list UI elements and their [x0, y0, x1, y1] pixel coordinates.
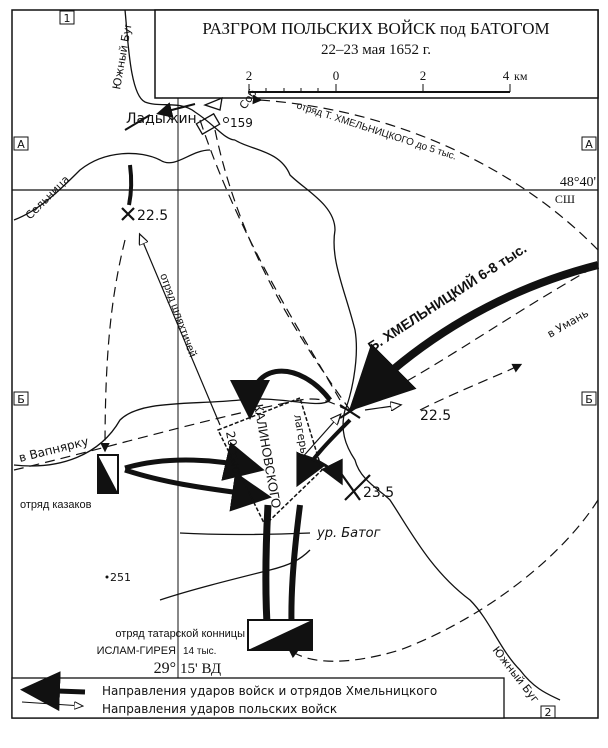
grid-square-1: 1: [64, 12, 71, 25]
uman-road-label: в Умань: [545, 307, 591, 341]
battle-sites: [121, 207, 371, 501]
camp-label-3: 20 тыс.: [223, 430, 245, 478]
map-date: 22–23 мая 1652 г.: [321, 42, 431, 58]
scale-bar: 2 0 2 4 км: [246, 68, 528, 93]
batog-label: ур. Батог: [316, 526, 381, 541]
legend-polish-arrow-icon: [21, 702, 82, 706]
selnica-river-label: Сельница: [23, 173, 72, 222]
title-box: [154, 9, 599, 99]
legend-cossack-label: Направления ударов войск и отрядов Хмель…: [102, 684, 437, 698]
rivers: [13, 9, 561, 701]
grid-row-b-left: Б: [17, 393, 25, 406]
date-label-23-5: 23.5: [363, 485, 394, 501]
longitude-minutes: 15' ВД: [180, 661, 221, 677]
height-159-label: 159: [230, 116, 253, 130]
tatar-unit-label-3: 14 тыс.: [183, 646, 216, 657]
scale-tick: 2: [420, 68, 427, 83]
cossack-unit-label: отряд казаков: [20, 499, 92, 511]
grid-square-2: 2: [545, 706, 552, 719]
date-label-22-5-east: 22.5: [420, 408, 451, 424]
grid-row-b-right: Б: [585, 393, 593, 406]
t-khmelnitsky-label: отряд Т. ХМЕЛЬНИЦКОГО до 5 тыс.: [295, 100, 458, 162]
tatar-unit-label-1: отряд татарской конницы: [115, 628, 245, 640]
polish-attack-arrows: [140, 235, 400, 461]
tatar-unit-label-2: ИСЛАМ-ГИРЕЯ: [97, 645, 176, 657]
latitude-label: 48°40': [560, 175, 596, 190]
ladyzhin-town-icon: [195, 112, 221, 136]
scale-tick: 4: [503, 68, 510, 83]
grid-row-a-left: А: [17, 138, 25, 151]
southern-bug-top-label: Южный Буг: [110, 21, 135, 91]
height-point-icon: [223, 117, 229, 123]
camp-label-1: лагерь: [291, 413, 311, 454]
grid-row-a-right: А: [585, 138, 593, 151]
map-title: РАЗГРОМ ПОЛЬСКИХ ВОЙСК под БАТОГОМ: [202, 19, 549, 38]
cossack-attack-arrows: [124, 104, 599, 641]
tatar-unit-icon: [247, 619, 313, 651]
scale-tick: 0: [333, 68, 340, 83]
ladyzhin-label: Ладыжин: [126, 111, 197, 127]
height-251-label: 251: [110, 571, 131, 584]
fort-icon: [203, 96, 223, 111]
height-251-point: [105, 575, 109, 579]
legend-cossack-arrow-icon: [20, 671, 86, 712]
longitude-label: 29°: [154, 660, 176, 677]
legend-polish-label: Направления ударов польских войск: [102, 702, 337, 716]
legend: Направления ударов войск и отрядов Хмель…: [11, 671, 505, 719]
map-frame: [11, 9, 599, 719]
kalinowski-camp: [216, 397, 323, 527]
cossack-unit-icon: [97, 454, 119, 494]
latitude-hemisphere: СШ: [555, 192, 575, 206]
scale-unit: км: [514, 69, 528, 83]
date-label-22-5-north: 22.5: [137, 208, 168, 224]
scale-tick: 2: [246, 68, 253, 83]
